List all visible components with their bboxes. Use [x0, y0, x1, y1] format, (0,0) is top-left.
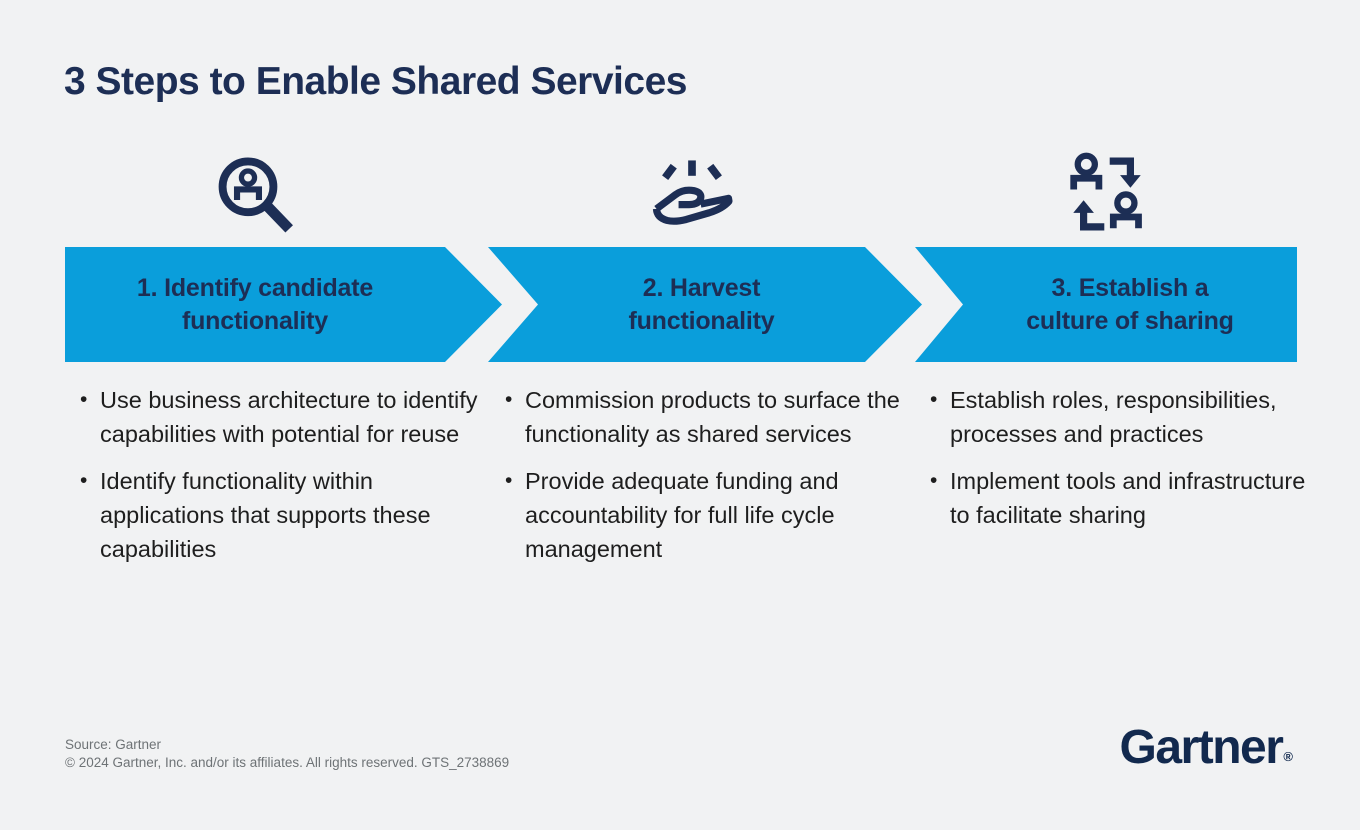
gartner-logo: Gartner®	[1119, 720, 1293, 775]
bullet-item: Implement tools and infrastructure to fa…	[928, 464, 1328, 532]
bullet-item: Provide adequate funding and accountabil…	[503, 464, 903, 566]
gartner-logo-text: Gartner	[1119, 721, 1284, 774]
step-banner-1: 1. Identify candidate functionality	[65, 247, 502, 362]
step-2-title: 2. Harvest functionality	[628, 273, 775, 335]
step-3-title: 3. Establish a culture of sharing	[1026, 273, 1234, 335]
step-banner-2: 2. Harvest functionality	[488, 247, 922, 362]
bullet-item: Establish roles, responsibilities, proce…	[928, 383, 1328, 451]
step-1-title: 1. Identify candidate functionality	[136, 273, 374, 335]
source-line: Source: Gartner	[65, 737, 162, 752]
footer: Source: Gartner © 2024 Gartner, Inc. and…	[65, 736, 509, 771]
registered-trademark-icon: ®	[1283, 749, 1293, 764]
step-banner-3: 3. Establish a culture of sharing	[915, 247, 1297, 362]
bullet-item: Identify functionality within applicatio…	[78, 464, 478, 566]
copyright-line: © 2024 Gartner, Inc. and/or its affiliat…	[65, 754, 510, 770]
hand-receive-icon	[644, 152, 740, 238]
step-2-bullets: Commission products to surface the funct…	[503, 383, 903, 579]
step-3-bullets: Establish roles, responsibilities, proce…	[928, 383, 1328, 545]
page-title: 3 Steps to Enable Shared Services	[64, 60, 687, 103]
bullet-item: Commission products to surface the funct…	[503, 383, 903, 451]
magnifier-person-icon	[210, 150, 300, 242]
people-exchange-icon	[1062, 147, 1152, 241]
step-1-bullets: Use business architecture to identify ca…	[78, 383, 478, 579]
bullet-item: Use business architecture to identify ca…	[78, 383, 478, 451]
